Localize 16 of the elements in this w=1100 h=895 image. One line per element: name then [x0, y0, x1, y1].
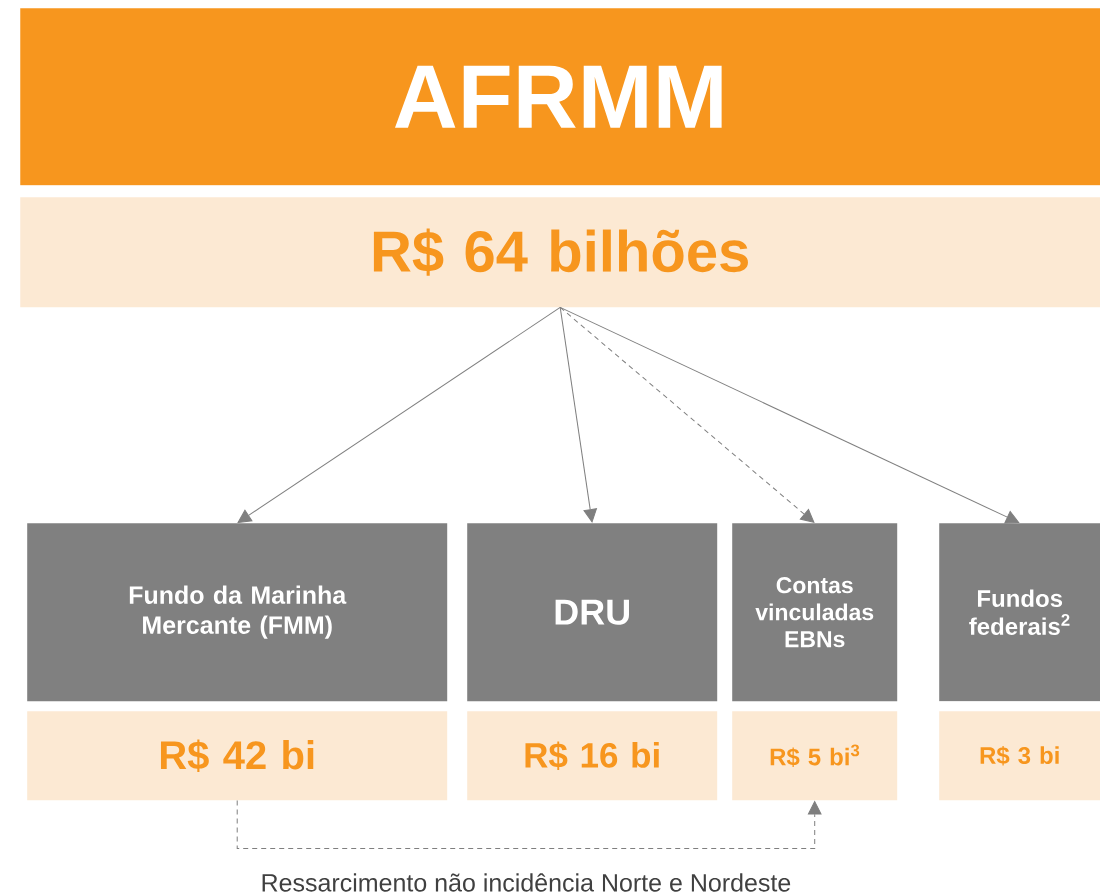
arrow — [236, 799, 822, 849]
category-box: Contas vinculadas EBNs — [732, 523, 898, 702]
title-banner: AFRMM — [20, 8, 1100, 186]
arrow — [559, 306, 1020, 524]
edge-label: Ressarcimento não incidência Norte e Nordeste — [258, 871, 794, 894]
arrow — [559, 306, 597, 523]
value-box: R$ 3 bi — [939, 711, 1100, 801]
arrow — [559, 306, 815, 523]
total-band: R$ 64 bilhões — [20, 197, 1100, 308]
category-box: Fundos federais$^{2}$ — [939, 523, 1100, 702]
category-box: Fundo da Marinha Mercante (FMM) — [27, 523, 448, 702]
category-box: DRU — [467, 523, 718, 702]
value-box: R$ 42 bi — [27, 711, 448, 801]
arrow — [237, 306, 561, 523]
value-box: R$ 5 bi$^{3}$ — [732, 711, 898, 801]
value-box: R$ 16 bi — [467, 711, 718, 801]
